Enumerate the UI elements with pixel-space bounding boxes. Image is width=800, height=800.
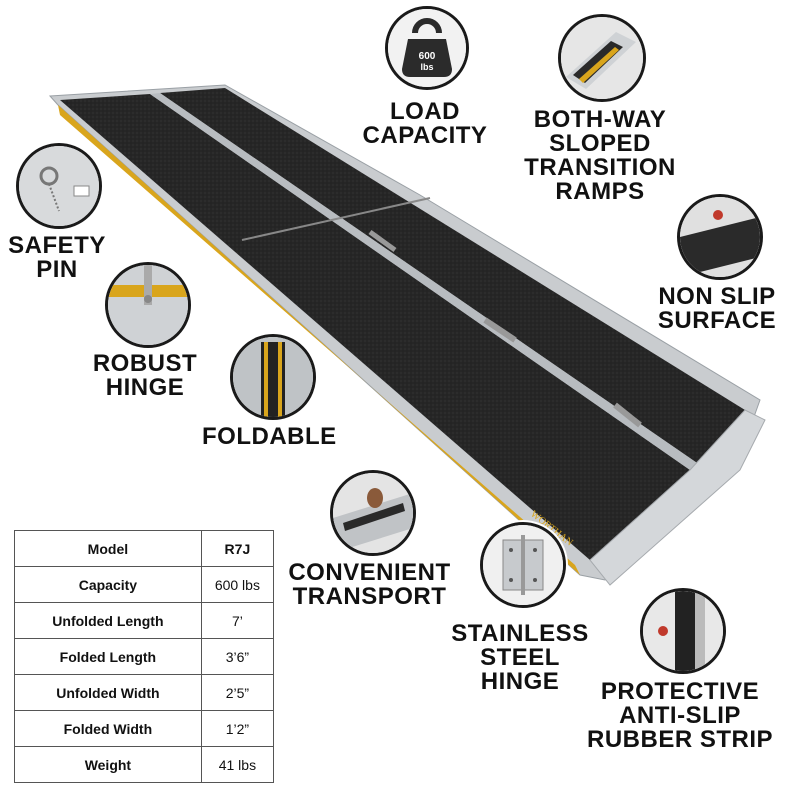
table-header-key: Model xyxy=(14,530,202,567)
svg-text:600: 600 xyxy=(419,51,436,62)
transport-label: CONVENIENT TRANSPORT xyxy=(288,559,451,610)
steel-hinge-icon xyxy=(483,525,563,605)
spec-key: Unfolded Length xyxy=(14,602,202,639)
table-row: Folded Width 1’2” xyxy=(14,710,275,747)
spec-key: Unfolded Width xyxy=(14,674,202,711)
handle-photo-icon xyxy=(333,473,413,553)
table-row: Unfolded Length 7’ xyxy=(14,602,275,639)
ramp-right-track xyxy=(160,88,745,465)
folded-ramp-icon xyxy=(233,337,313,417)
ramp-hinge-2 xyxy=(613,402,642,428)
ramp-hinge-1 xyxy=(483,317,517,343)
transition-ramps-circle xyxy=(558,14,646,102)
spec-value: 3’6” xyxy=(200,638,275,675)
ramp-bottom-transition xyxy=(589,409,766,586)
rubber-strip-icon xyxy=(643,591,723,671)
foldable-label: FOLDABLE xyxy=(202,423,337,450)
safety-pin-icon xyxy=(19,146,99,226)
stainless-hinge-circle xyxy=(480,522,566,608)
non-slip-circle xyxy=(677,194,763,280)
non-slip-surface-icon xyxy=(680,197,760,277)
rubber-strip-circle xyxy=(640,588,726,674)
ramp-fold-line-2 xyxy=(368,229,397,253)
spec-value: 41 lbs xyxy=(200,746,275,783)
ramp-fold-line-1 xyxy=(241,197,431,241)
ramp-left-track xyxy=(60,94,690,560)
spec-key: Weight xyxy=(14,746,202,783)
robust-hinge-circle xyxy=(105,262,191,348)
kettlebell-icon: 600 lbs xyxy=(388,9,466,87)
rubber-strip-label: PROTECTIVE ANTI-SLIP RUBBER STRIP xyxy=(586,678,773,753)
table-row: Unfolded Width 2’5” xyxy=(14,674,275,711)
spec-value: 1’2” xyxy=(200,710,275,747)
table-header-row: Model R7J xyxy=(14,530,275,567)
spec-value: 7’ xyxy=(200,602,275,639)
spec-key: Folded Width xyxy=(14,710,202,747)
table-header-value: R7J xyxy=(200,530,275,567)
transition-ramps-label: BOTH-WAY SLOPED TRANSITION RAMPS xyxy=(524,106,676,205)
table-row: Capacity 600 lbs xyxy=(14,566,275,603)
ramp-side-stripe xyxy=(58,105,580,575)
table-row: Weight 41 lbs xyxy=(14,746,275,783)
spec-value: 2’5” xyxy=(200,674,275,711)
transition-ramp-photo-icon xyxy=(561,17,643,99)
load-capacity-label: LOAD CAPACITY xyxy=(362,98,488,149)
safety-pin-circle xyxy=(16,143,102,229)
safety-pin-label: SAFETY PIN xyxy=(8,232,106,283)
non-slip-label: NON SLIP SURFACE xyxy=(657,283,777,334)
stainless-hinge-label: STAINLESS STEEL HINGE xyxy=(451,620,589,695)
svg-text:lbs: lbs xyxy=(420,62,433,72)
transport-circle xyxy=(330,470,416,556)
load-capacity-circle: 600 lbs xyxy=(385,6,469,90)
table-row: Folded Length 3’6” xyxy=(14,638,275,675)
spec-key: Capacity xyxy=(14,566,202,603)
robust-hinge-label: ROBUST HINGE xyxy=(92,350,198,401)
spec-value: 600 lbs xyxy=(200,566,275,603)
foldable-circle xyxy=(230,334,316,420)
specifications-table: Model R7J Capacity 600 lbs Unfolded Leng… xyxy=(14,530,275,783)
spec-key: Folded Length xyxy=(14,638,202,675)
ramp-center-channel xyxy=(150,93,700,470)
hinge-photo-icon xyxy=(108,265,188,345)
